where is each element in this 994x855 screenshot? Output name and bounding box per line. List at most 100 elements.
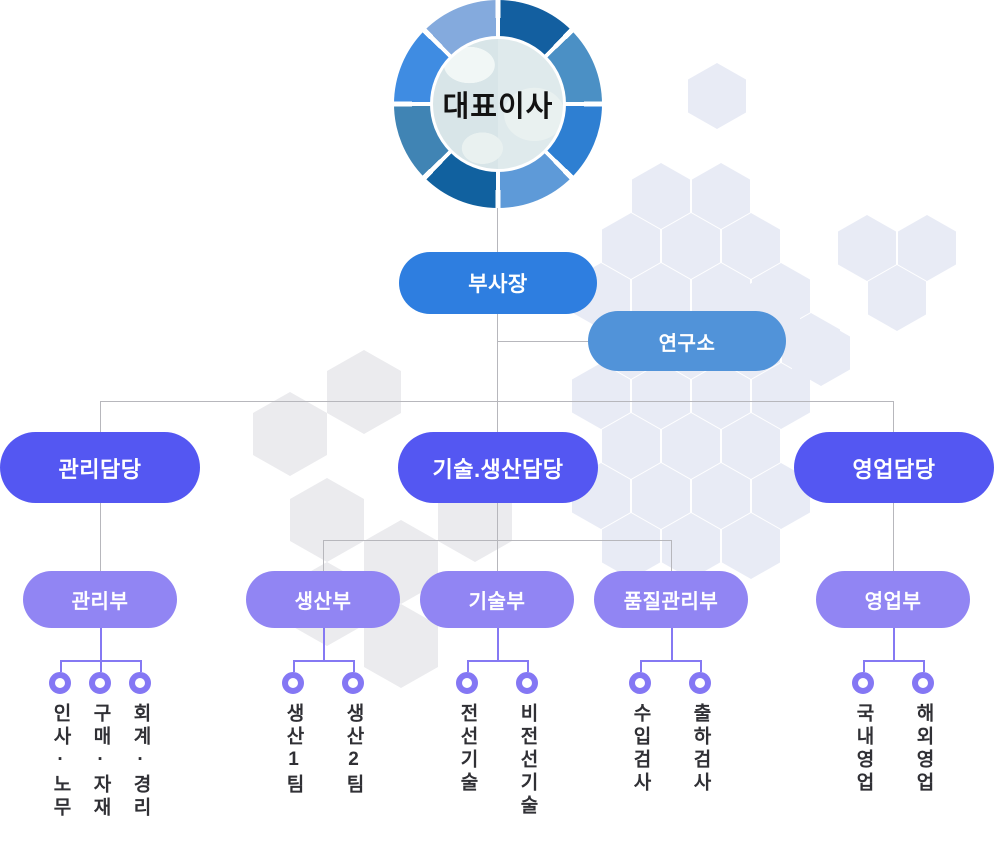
team-label: 회계·경리 — [130, 703, 151, 820]
hexagon-decoration — [692, 163, 750, 229]
connector-line — [497, 208, 498, 253]
hexagon-decoration — [662, 213, 720, 279]
team-domestic-sales-node: 국내영업 — [851, 672, 875, 795]
connector-line — [497, 503, 498, 540]
hexagon-decoration — [602, 413, 660, 479]
hexagon-decoration — [722, 413, 780, 479]
connector-line — [497, 401, 498, 432]
connector-line — [467, 660, 469, 672]
hexagon-decoration — [632, 463, 690, 529]
division-sales-label: 영업담당 — [852, 456, 936, 482]
team-non-wire-tech-node: 비전선기술 — [515, 672, 539, 818]
department-production-label: 생산부 — [294, 591, 352, 613]
research-lab-node: 연구소 — [588, 311, 786, 371]
connector-line — [100, 660, 102, 672]
hexagon-decoration — [632, 163, 690, 229]
bullet-circle-icon — [912, 672, 934, 694]
hexagon-decoration — [572, 363, 630, 429]
hexagon-decoration — [722, 213, 780, 279]
hexagon-decoration — [838, 215, 896, 281]
bullet-circle-icon — [852, 672, 874, 694]
team-accounting-node: 회계·경리 — [128, 672, 152, 820]
bullet-circle-icon — [282, 672, 304, 694]
connector-line — [497, 540, 498, 571]
connector-line — [467, 660, 527, 662]
department-technology-node: 기술부 — [420, 571, 574, 628]
hexagon-decoration — [688, 63, 746, 129]
hexagon-decoration — [722, 513, 780, 579]
connector-line — [640, 660, 701, 662]
team-outgoing-inspection-node: 출하검사 — [688, 672, 712, 795]
connector-line — [893, 628, 895, 660]
department-sales-node: 영업부 — [816, 571, 970, 628]
connector-line — [671, 628, 673, 660]
hexagon-decoration — [792, 320, 850, 386]
division-management-label: 관리담당 — [58, 456, 142, 482]
bullet-circle-icon — [342, 672, 364, 694]
hexagon-decoration — [602, 513, 660, 579]
team-label: 수입검사 — [630, 703, 651, 795]
division-sales-node: 영업담당 — [794, 432, 994, 503]
division-management-node: 관리담당 — [0, 432, 200, 503]
department-sales-label: 영업부 — [864, 591, 922, 613]
team-purchasing-materials-node: 구매·자재 — [88, 672, 112, 820]
hexagon-decoration — [692, 363, 750, 429]
bullet-circle-icon — [456, 672, 478, 694]
bullet-circle-icon — [516, 672, 538, 694]
team-label: 전선기술 — [457, 703, 478, 795]
hexagon-decoration — [692, 463, 750, 529]
team-label: 비전선기술 — [517, 703, 538, 818]
connector-line — [893, 503, 894, 571]
hexagon-decoration — [253, 392, 327, 476]
bullet-circle-icon — [89, 672, 111, 694]
bullet-circle-icon — [49, 672, 71, 694]
connector-line — [140, 660, 142, 672]
connector-line — [671, 540, 672, 571]
connector-line — [527, 660, 529, 672]
division-tech-production-label: 기술.생산담당 — [432, 456, 564, 482]
hexagon-decoration — [898, 215, 956, 281]
connector-line — [700, 660, 702, 672]
connector-line — [293, 660, 353, 662]
connector-line — [640, 660, 642, 672]
hexagon-decoration — [602, 213, 660, 279]
bullet-circle-icon — [629, 672, 651, 694]
department-management-node: 관리부 — [23, 571, 177, 628]
connector-line — [863, 660, 865, 672]
team-label: 국내영업 — [853, 703, 874, 795]
hexagon-decoration — [290, 478, 364, 562]
bullet-circle-icon — [129, 672, 151, 694]
connector-line — [60, 660, 62, 672]
team-label: 해외영업 — [913, 703, 934, 795]
team-label: 생산1팀 — [283, 703, 304, 797]
connector-line — [923, 660, 925, 672]
connector-line — [497, 314, 498, 402]
hexagon-decoration — [868, 265, 926, 331]
team-label: 생산2팀 — [343, 703, 364, 797]
hexagon-decoration — [662, 413, 720, 479]
team-label: 구매·자재 — [90, 703, 111, 820]
connector-line — [353, 660, 355, 672]
department-management-label: 관리부 — [71, 591, 129, 613]
connector-line — [293, 660, 295, 672]
department-quality-node: 품질관리부 — [594, 571, 748, 628]
team-overseas-sales-node: 해외영업 — [911, 672, 935, 795]
department-quality-label: 품질관리부 — [623, 591, 719, 613]
team-label: 인사·노무 — [50, 703, 71, 820]
department-technology-label: 기술부 — [468, 591, 526, 613]
team-production-2-node: 생산2팀 — [341, 672, 365, 797]
bullet-circle-icon — [689, 672, 711, 694]
globe-icon — [430, 36, 566, 172]
connector-line — [893, 401, 894, 432]
connector-line — [323, 628, 325, 660]
team-production-1-node: 생산1팀 — [281, 672, 305, 797]
team-label: 출하검사 — [690, 703, 711, 795]
team-wire-tech-node: 전선기술 — [455, 672, 479, 795]
connector-line — [100, 401, 101, 432]
department-production-node: 생산부 — [246, 571, 400, 628]
team-hr-labor-node: 인사·노무 — [48, 672, 72, 820]
vice-president-node: 부사장 — [399, 252, 597, 314]
connector-line — [100, 503, 101, 571]
ceo-node: 대표이사 — [442, 91, 554, 123]
